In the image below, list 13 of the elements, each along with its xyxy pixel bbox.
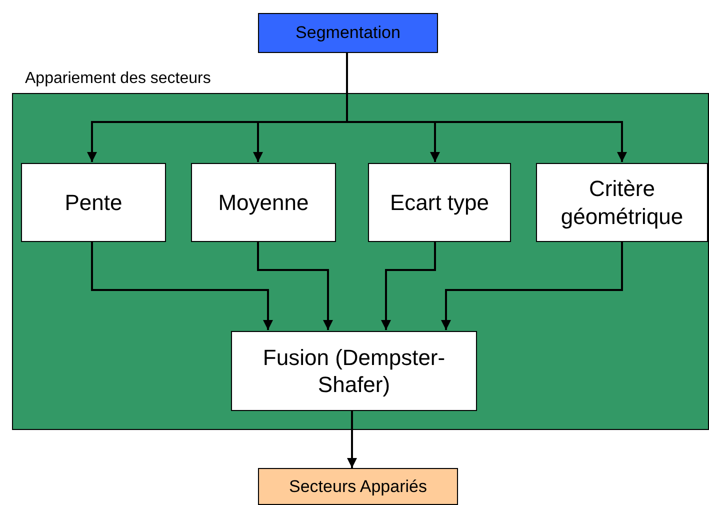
arrow (91, 241, 273, 330)
process-box: Critère géométrique (536, 163, 708, 242)
arrow (257, 241, 333, 330)
process-box: Ecart type (368, 163, 511, 242)
panel-heading: Appariement des secteurs (25, 70, 211, 88)
process-box: Secteurs Appariés (258, 468, 458, 505)
arrow (347, 410, 357, 468)
process-box: Pente (21, 163, 166, 242)
process-box: Moyenne (191, 163, 336, 242)
process-box: Fusion (Dempster-Shafer) (231, 331, 477, 411)
process-box: Segmentation (258, 13, 438, 53)
arrow (441, 241, 623, 330)
arrow (381, 241, 436, 330)
